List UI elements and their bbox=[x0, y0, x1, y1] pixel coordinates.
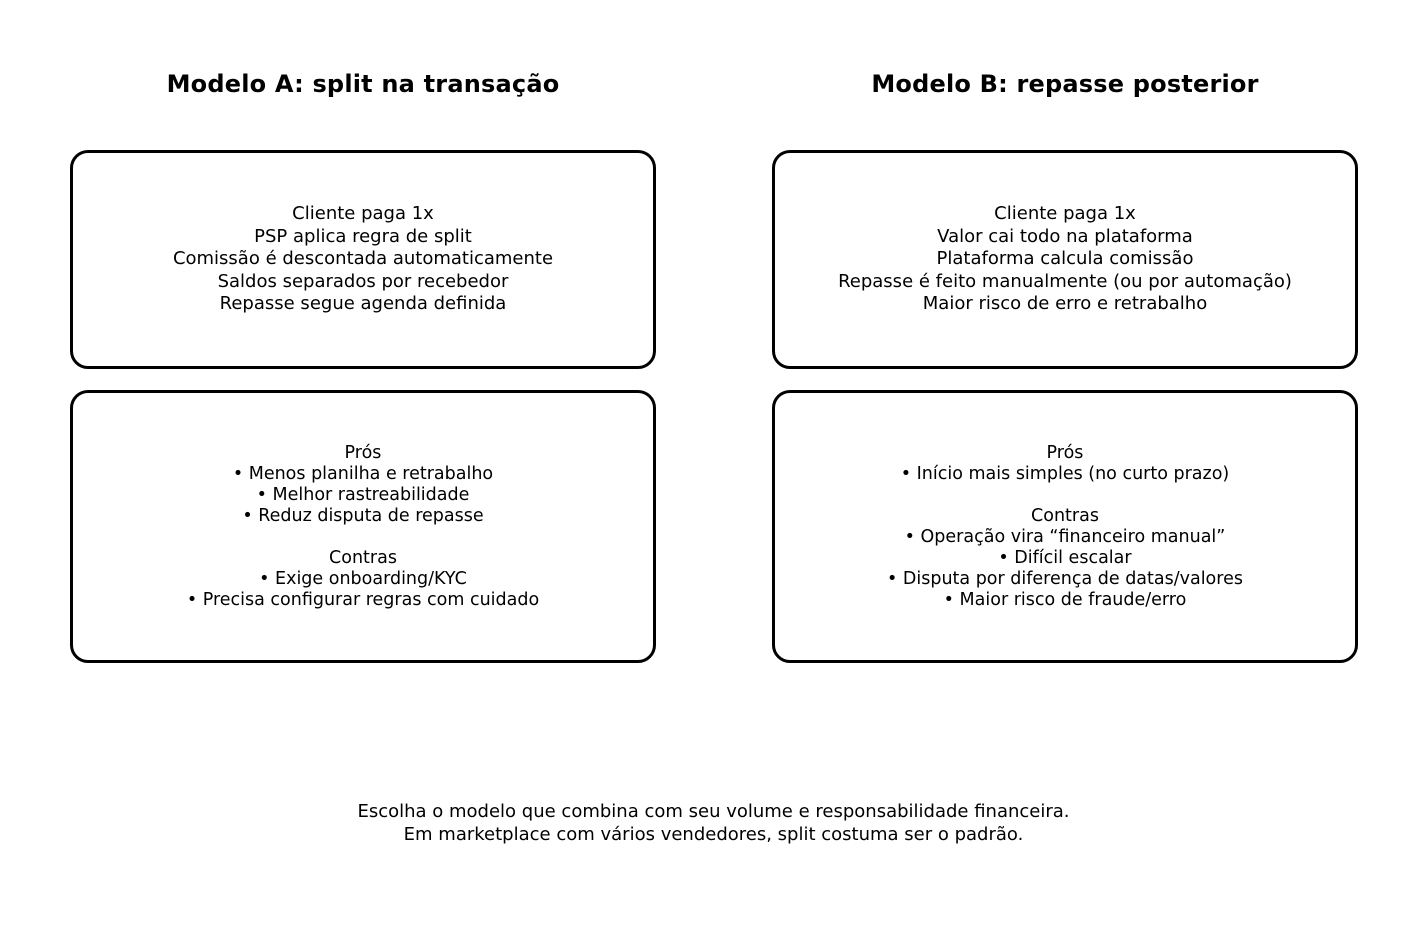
model-a-mechanism-box: Cliente paga 1x PSP aplica regra de spli… bbox=[70, 150, 656, 369]
contras-item: • Difícil escalar bbox=[998, 547, 1132, 568]
contras-item: • Operação vira “financeiro manual” bbox=[904, 526, 1226, 547]
model-a-pros-cons-box: Prós • Menos planilha e retrabalho • Mel… bbox=[70, 390, 656, 663]
pros-heading: Prós bbox=[1046, 442, 1084, 463]
model-a-title: Modelo A: split na transação bbox=[166, 70, 560, 98]
footer-note: Escolha o modelo que combina com seu vol… bbox=[0, 800, 1427, 846]
pros-item: • Melhor rastreabilidade bbox=[256, 484, 470, 505]
contras-item: • Maior risco de fraude/erro bbox=[943, 589, 1187, 610]
text-line: Comissão é descontada automaticamente bbox=[172, 248, 554, 270]
contras-heading: Contras bbox=[1031, 505, 1099, 526]
model-b-title: Modelo B: repasse posterior bbox=[871, 70, 1259, 98]
pros-item: • Menos planilha e retrabalho bbox=[232, 463, 494, 484]
text-line: Repasse segue agenda definida bbox=[219, 293, 507, 315]
text-line: Saldos separados por recebedor bbox=[217, 270, 509, 292]
model-b-pros-cons-box: Prós • Início mais simples (no curto pra… bbox=[772, 390, 1358, 663]
pros-item: • Reduz disputa de repasse bbox=[242, 505, 484, 526]
model-b-mechanism-box: Cliente paga 1x Valor cai todo na plataf… bbox=[772, 150, 1358, 369]
contras-item: • Disputa por diferença de datas/valores bbox=[887, 568, 1243, 589]
pros-heading: Prós bbox=[344, 442, 382, 463]
text-line: PSP aplica regra de split bbox=[254, 225, 472, 247]
text-line: Cliente paga 1x bbox=[994, 203, 1136, 225]
footer-line: Escolha o modelo que combina com seu vol… bbox=[357, 801, 1070, 822]
footer-line: Em marketplace com vários vendedores, sp… bbox=[403, 824, 1024, 845]
text-line: Repasse é feito manualmente (ou por auto… bbox=[838, 270, 1292, 292]
text-line: Maior risco de erro e retrabalho bbox=[922, 293, 1208, 315]
contras-item: • Precisa configurar regras com cuidado bbox=[186, 589, 540, 610]
text-line: Plataforma calcula comissão bbox=[936, 248, 1194, 270]
contras-heading: Contras bbox=[329, 547, 397, 568]
text-line: Cliente paga 1x bbox=[292, 203, 434, 225]
text-line: Valor cai todo na plataforma bbox=[937, 225, 1193, 247]
pros-item: • Início mais simples (no curto prazo) bbox=[900, 463, 1230, 484]
contras-item: • Exige onboarding/KYC bbox=[259, 568, 467, 589]
